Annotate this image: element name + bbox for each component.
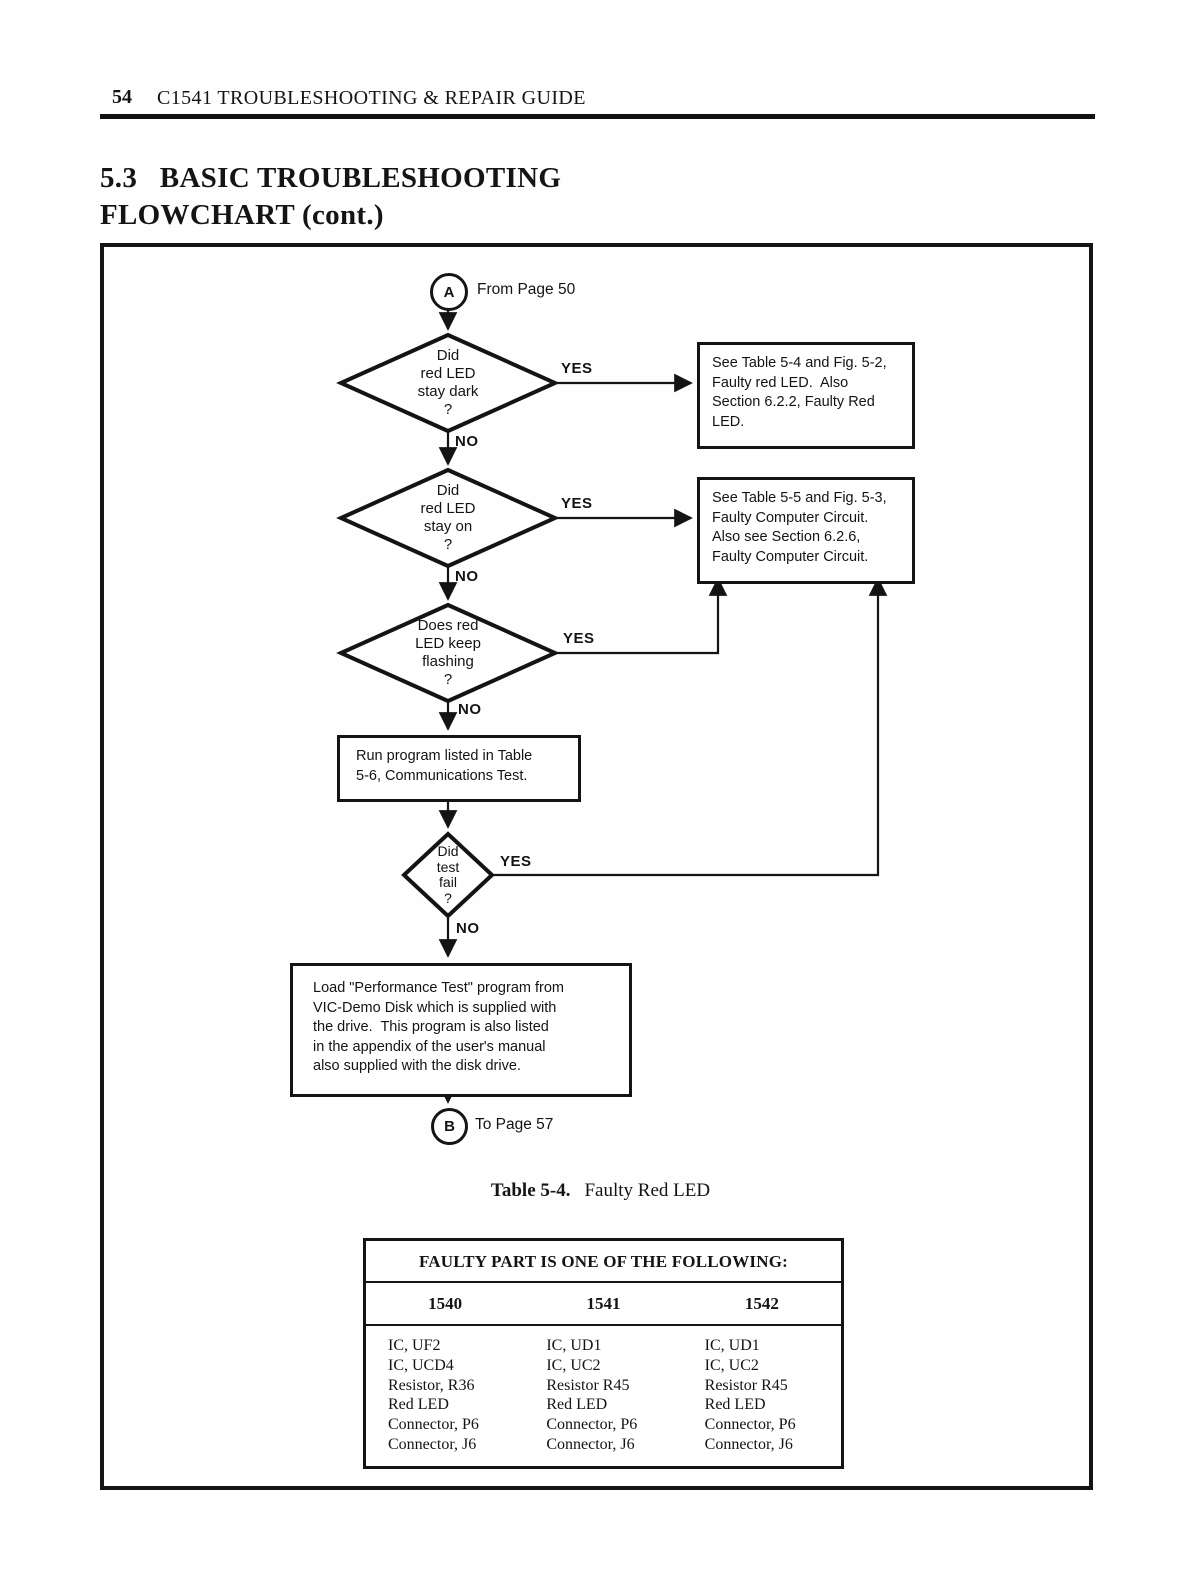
table-column-1541: IC, UD1 IC, UC2 Resistor R45 Red LED Con… bbox=[524, 1336, 682, 1455]
decision-1-text: Did red LED stay dark ? bbox=[341, 335, 555, 431]
table-cell: Resistor R45 bbox=[546, 1376, 630, 1394]
decision-2-text: Did red LED stay on ? bbox=[341, 470, 555, 566]
decision-3-line: Does red bbox=[417, 617, 479, 634]
decision-2-no-label: NO bbox=[455, 568, 479, 585]
to-page-note: To Page 57 bbox=[475, 1116, 554, 1133]
process-2-line: also supplied with the disk drive. bbox=[313, 1058, 521, 1074]
decision-3-no-label: NO bbox=[458, 701, 482, 718]
decision-1-line: Did bbox=[436, 347, 460, 364]
action-box-see-table-5-4: See Table 5-4 and Fig. 5-2, Faulty red L… bbox=[697, 342, 915, 449]
decision-4-text: Did test fail ? bbox=[403, 834, 493, 916]
table-cell: IC, UC2 bbox=[546, 1356, 601, 1374]
action-1-line: Section 6.2.2, Faulty Red bbox=[712, 394, 875, 410]
decision-2-line: ? bbox=[443, 536, 453, 553]
decision-diamond-led-keep-flashing bbox=[336, 602, 560, 704]
table-cell: Connector, P6 bbox=[546, 1416, 638, 1434]
process-box-run-program: Run program listed in Table 5-6, Communi… bbox=[337, 735, 581, 802]
decision-1-no-label: NO bbox=[455, 433, 479, 450]
table-cell: Red LED bbox=[546, 1396, 608, 1414]
decision-3-line: ? bbox=[443, 671, 453, 688]
decision-diamond-red-led-stay-on bbox=[336, 467, 560, 569]
action-2-line: See Table 5-5 and Fig. 5-3, bbox=[712, 490, 887, 506]
action-1-line: LED. bbox=[712, 413, 745, 430]
decision-2-yes-label: YES bbox=[561, 495, 593, 512]
action-2-line: Faulty Computer Circuit. bbox=[712, 509, 869, 526]
table-caption-text: Faulty Red LED bbox=[584, 1180, 711, 1201]
process-2-line: in the appendix of the user's manual bbox=[313, 1038, 546, 1055]
faulty-part-table: FAULTY PART IS ONE OF THE FOLLOWING: 154… bbox=[363, 1238, 844, 1469]
action-1-line: Faulty red LED. Also bbox=[712, 374, 849, 391]
section-title-line1: 5.3 BASIC TROUBLESHOOTING bbox=[100, 162, 562, 194]
process-2-line: Load "Performance Test" program from bbox=[313, 980, 564, 996]
decision-3-line: flashing bbox=[422, 653, 474, 670]
decision-4-line: ? bbox=[444, 889, 452, 906]
decision-3-line: LED keep bbox=[415, 635, 481, 652]
column-header-1541: 1541 bbox=[586, 1294, 621, 1313]
column-header-1542: 1542 bbox=[744, 1294, 779, 1313]
table-cell: Red LED bbox=[704, 1396, 766, 1414]
connector-b-label: B bbox=[444, 1118, 455, 1135]
table-body: IC, UF2 IC, UCD4 Resistor, R36 Red LED C… bbox=[366, 1326, 841, 1466]
section-title-line2: FLOWCHART (cont.) bbox=[100, 199, 384, 231]
table-cell: Connector, P6 bbox=[704, 1416, 796, 1434]
decision-2-line: red LED bbox=[420, 500, 476, 517]
arrow-d4-yes-to-a2 bbox=[492, 577, 888, 877]
table-cell: IC, UD1 bbox=[704, 1337, 760, 1354]
table-header: FAULTY PART IS ONE OF THE FOLLOWING: bbox=[366, 1241, 841, 1283]
table-caption-label: Table 5-4. bbox=[490, 1180, 571, 1201]
decision-1-line: red LED bbox=[420, 365, 476, 382]
action-box-see-table-5-5: See Table 5-5 and Fig. 5-3, Faulty Compu… bbox=[697, 477, 915, 584]
decision-2-line: Did bbox=[436, 482, 460, 499]
decision-diamond-did-test-fail bbox=[401, 831, 495, 919]
action-2-line: Also see Section 6.2.6, bbox=[712, 529, 861, 545]
table-cell: Red LED bbox=[388, 1396, 449, 1414]
table-cell: IC, UCD4 bbox=[388, 1356, 454, 1374]
decision-3-yes-label: YES bbox=[563, 630, 595, 647]
decision-4-yes-label: YES bbox=[500, 853, 532, 870]
flowchart-frame bbox=[100, 243, 1093, 1490]
table-cell: IC, UF2 bbox=[388, 1337, 441, 1354]
arrow-d3-yes-to-a2 bbox=[555, 577, 728, 655]
decision-4-line: test bbox=[436, 858, 460, 875]
header-rule bbox=[100, 114, 1095, 119]
process-2-line: the drive. This program is also listed bbox=[313, 1019, 549, 1035]
decision-3-text: Does red LED keep flashing ? bbox=[341, 605, 555, 701]
table-cell: Resistor R45 bbox=[704, 1376, 788, 1394]
decision-1-yes-label: YES bbox=[561, 360, 593, 377]
connector-b-circle: B bbox=[431, 1108, 468, 1145]
section-title: 5.3 BASIC TROUBLESHOOTING FLOWCHART (con… bbox=[100, 160, 561, 234]
process-box-load-performance-test: Load "Performance Test" program from VIC… bbox=[290, 963, 632, 1097]
table-cell: Connector, J6 bbox=[546, 1435, 635, 1453]
action-1-line: See Table 5-4 and Fig. 5-2, bbox=[712, 355, 887, 371]
process-1-line: 5-6, Communications Test. bbox=[356, 767, 528, 784]
decision-1-line: ? bbox=[443, 401, 453, 418]
column-header-1540: 1540 bbox=[428, 1294, 463, 1313]
process-2-line: VIC-Demo Disk which is supplied with bbox=[313, 999, 557, 1016]
decision-1-line: stay dark bbox=[417, 383, 479, 400]
table-column-headers: 1540 1541 1542 bbox=[366, 1283, 841, 1326]
decision-diamond-red-led-stay-dark bbox=[336, 332, 560, 434]
decision-4-line: fail bbox=[439, 874, 457, 890]
decision-4-line: Did bbox=[437, 843, 459, 859]
table-column-1542: IC, UD1 IC, UC2 Resistor R45 Red LED Con… bbox=[683, 1336, 841, 1455]
table-caption: Table 5-4. Faulty Red LED bbox=[363, 1180, 838, 1202]
decision-4-no-label: NO bbox=[456, 920, 480, 937]
running-header-title: C1541 TROUBLESHOOTING & REPAIR GUIDE bbox=[157, 87, 586, 109]
table-cell: Connector, P6 bbox=[388, 1416, 479, 1434]
table-cell: IC, UD1 bbox=[546, 1337, 602, 1354]
page-number: 54 bbox=[112, 86, 132, 108]
table-cell: IC, UC2 bbox=[704, 1356, 759, 1374]
connector-a-circle: A bbox=[430, 273, 468, 311]
table-cell: Resistor, R36 bbox=[388, 1376, 475, 1394]
from-page-note: From Page 50 bbox=[477, 281, 576, 298]
process-1-line: Run program listed in Table bbox=[356, 748, 533, 764]
action-2-line: Faulty Computer Circuit. bbox=[712, 548, 869, 565]
table-column-1540: IC, UF2 IC, UCD4 Resistor, R36 Red LED C… bbox=[366, 1336, 524, 1455]
table-cell: Connector, J6 bbox=[388, 1435, 477, 1453]
connector-a-label: A bbox=[443, 283, 455, 301]
decision-2-line: stay on bbox=[423, 518, 473, 535]
table-cell: Connector, J6 bbox=[704, 1435, 793, 1453]
